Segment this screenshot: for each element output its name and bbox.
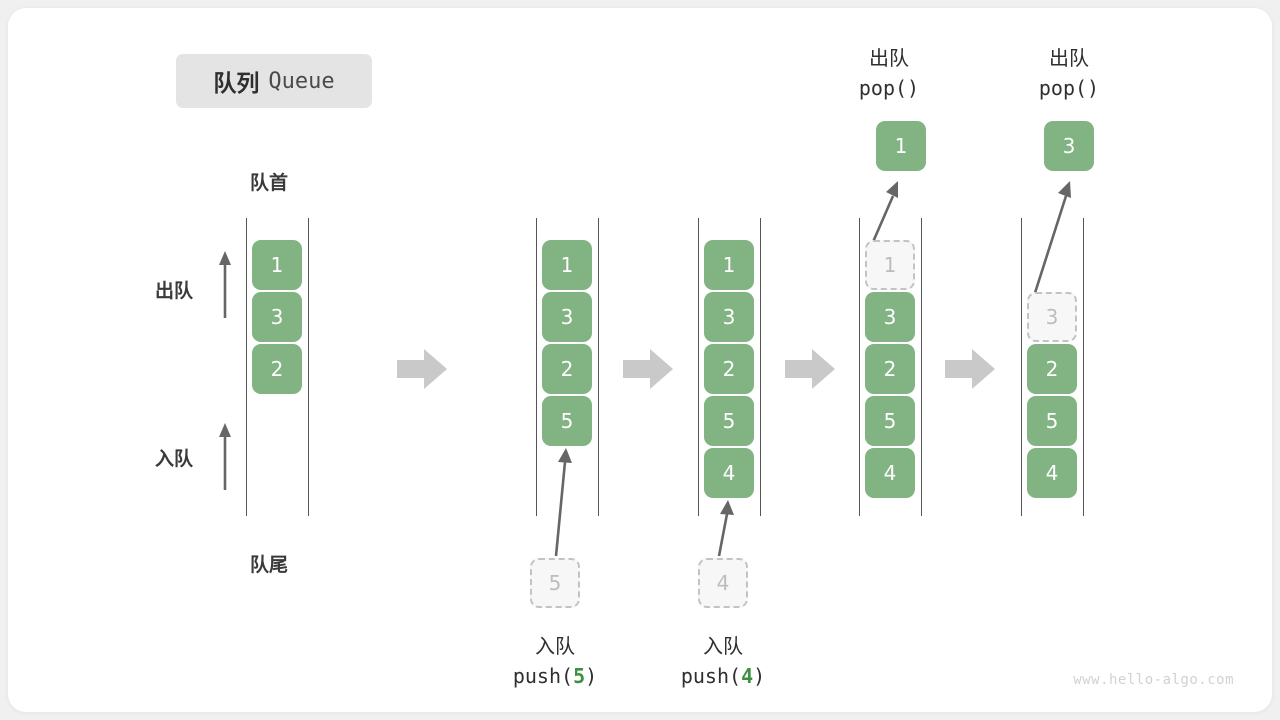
flow-arrow-icon bbox=[623, 349, 673, 389]
incoming-ghost-cell: 5 bbox=[530, 558, 580, 608]
stage-caption-code: push(5) bbox=[475, 664, 635, 688]
rail-left bbox=[1021, 218, 1022, 516]
front-label: 队首 bbox=[250, 172, 289, 194]
queue-cell: 3 bbox=[865, 292, 915, 342]
queue-cell: 2 bbox=[252, 344, 302, 394]
diagram-card: 队列 Queue 队首 队尾 出队 入队 1 3 2 1 3 2 5 5 入 bbox=[8, 8, 1272, 712]
queue-cell: 1 bbox=[542, 240, 592, 290]
push-arrow-5 bbox=[554, 448, 572, 557]
code-arg: 5 bbox=[573, 664, 586, 688]
code-prefix: push( bbox=[512, 664, 574, 688]
queue-cell: 2 bbox=[542, 344, 592, 394]
queue-cell-new: 5 bbox=[542, 396, 592, 446]
queue-cell: 3 bbox=[704, 292, 754, 342]
code-arg: 4 bbox=[741, 664, 754, 688]
queue-cell-new: 4 bbox=[704, 448, 754, 498]
flow-arrow-icon bbox=[397, 349, 447, 389]
flow-arrow-icon bbox=[945, 349, 995, 389]
watermark: www.hello-algo.com bbox=[1073, 672, 1234, 688]
stage-caption-cn: 入队 bbox=[535, 634, 575, 658]
rail-right bbox=[760, 218, 761, 516]
queue-cell: 5 bbox=[1027, 396, 1077, 446]
queue-cell: 1 bbox=[704, 240, 754, 290]
queue-cell: 2 bbox=[865, 344, 915, 394]
queue-cell: 5 bbox=[704, 396, 754, 446]
code-suffix: ) bbox=[585, 664, 598, 688]
code-suffix: ) bbox=[753, 664, 766, 688]
flow-arrow-icon bbox=[785, 349, 835, 389]
title-chinese: 队列 bbox=[213, 71, 260, 97]
dequeue-side-label: 出队 bbox=[155, 280, 194, 302]
title-english: Queue bbox=[268, 68, 335, 94]
pop-arrow-3 bbox=[1032, 181, 1071, 297]
dequeue-direction-arrow bbox=[219, 251, 231, 318]
queue-cell: 3 bbox=[252, 292, 302, 342]
queue-cell: 2 bbox=[704, 344, 754, 394]
stage-push-5: 1 3 2 5 bbox=[536, 218, 600, 516]
stage-caption-code: push(4) bbox=[643, 664, 803, 688]
popped-cell: 1 bbox=[876, 121, 926, 171]
popped-cell: 3 bbox=[1044, 121, 1094, 171]
stage-caption-cn: 入队 bbox=[703, 634, 743, 658]
stage-caption-code: pop() bbox=[858, 76, 920, 100]
rail-right bbox=[1083, 218, 1084, 516]
stage-push-4: 1 3 2 5 4 bbox=[698, 218, 762, 516]
stage-caption-cn: 出队 bbox=[1049, 46, 1089, 70]
queue-cell-removed: 1 bbox=[865, 240, 915, 290]
rail-left bbox=[859, 218, 860, 516]
rail-right bbox=[598, 218, 599, 516]
queue-cell: 5 bbox=[865, 396, 915, 446]
stage-initial: 1 3 2 bbox=[246, 218, 310, 516]
rail-left bbox=[698, 218, 699, 516]
queue-cell: 3 bbox=[542, 292, 592, 342]
rail-left bbox=[536, 218, 537, 516]
stage-caption-code: pop() bbox=[1038, 76, 1100, 100]
enqueue-side-label: 入队 bbox=[155, 448, 194, 470]
incoming-ghost-cell: 4 bbox=[698, 558, 748, 608]
code-prefix: push( bbox=[680, 664, 742, 688]
stage-pop-1: 1 3 2 5 4 bbox=[859, 218, 923, 516]
queue-cell: 4 bbox=[1027, 448, 1077, 498]
queue-cell: 4 bbox=[865, 448, 915, 498]
stage-caption-cn: 出队 bbox=[869, 46, 909, 70]
rail-left bbox=[246, 218, 247, 516]
rear-label: 队尾 bbox=[250, 554, 289, 576]
queue-cell: 2 bbox=[1027, 344, 1077, 394]
pop-arrow-1 bbox=[871, 181, 898, 243]
stage-pop-3: 3 2 5 4 bbox=[1021, 218, 1085, 516]
enqueue-direction-arrow bbox=[219, 423, 231, 490]
push-arrow-4 bbox=[717, 500, 734, 557]
rail-right bbox=[921, 218, 922, 516]
diagram-title-chip: 队列 Queue bbox=[176, 54, 372, 108]
queue-cell: 1 bbox=[252, 240, 302, 290]
queue-cell-removed: 3 bbox=[1027, 292, 1077, 342]
rail-right bbox=[308, 218, 309, 516]
